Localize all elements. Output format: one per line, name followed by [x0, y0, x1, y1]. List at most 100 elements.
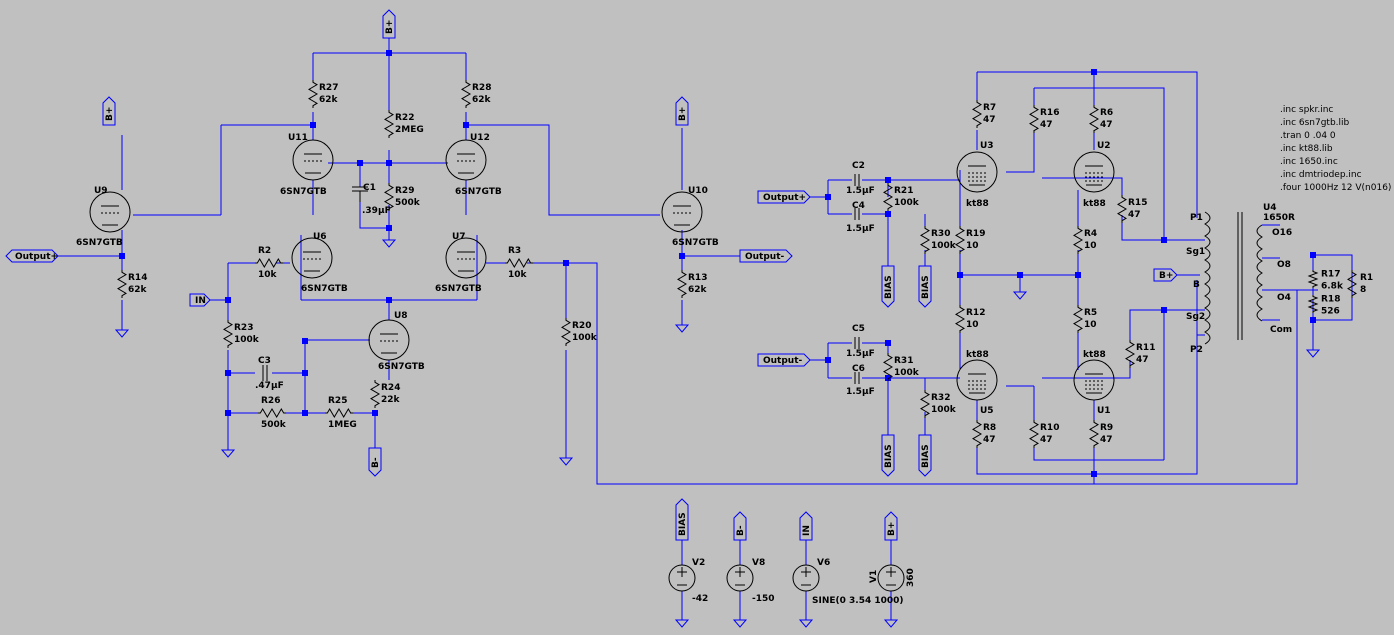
tube-model-u8: 6SN7GTB: [378, 362, 425, 372]
flag-bminus-v8: B-: [733, 511, 747, 541]
resistor-val-r23: 100k: [234, 335, 260, 345]
resistor-val-r2: 10k: [258, 270, 278, 280]
resistors: R2762kR222MEGR2862kR29500kR1462kR1362kR2…: [117, 80, 1373, 448]
tube-model-u2: kt88: [1083, 199, 1106, 209]
resistor-val-r21: 100k: [894, 198, 920, 208]
resistor-val-r19: 10: [966, 241, 979, 251]
flag-output-plus-left-text: Output+: [15, 252, 58, 262]
output-transformer: [1204, 211, 1300, 345]
resistor-val-r18: 526: [1321, 306, 1340, 316]
tube-u3: [956, 151, 998, 193]
flag-in-v6-text: IN: [802, 525, 812, 536]
resistor-ref-r17: R17: [1321, 269, 1340, 279]
tube-ref-u3: U3: [980, 141, 994, 151]
ground-icon: [558, 457, 574, 466]
resistor-ref-r8: R8: [983, 423, 996, 433]
tube-ref-u5: U5: [980, 406, 994, 416]
directive-7: .four 1000Hz 12 V(n016): [1280, 183, 1391, 193]
tube-u9: [89, 191, 131, 233]
tube-ref-u8: U8: [394, 311, 408, 321]
capacitors: [262, 174, 860, 384]
resistor-ref-r24: R24: [381, 383, 400, 393]
xfmr-pin-p1: P1: [1190, 213, 1203, 223]
flag-in-text: IN: [195, 296, 206, 306]
cap-val-c1: .39µF: [362, 206, 391, 216]
xfmr-model: 1650R: [1263, 213, 1295, 223]
source-val-v8: -150: [752, 594, 775, 604]
resistor-ref-r30: R30: [931, 229, 950, 239]
resistor-r21: R21 100k: [883, 183, 920, 211]
source-val-v2: -42: [692, 594, 708, 604]
xfmr-pin-o8: O8: [1277, 260, 1291, 270]
resistor-ref-r25: R25: [328, 396, 347, 406]
flag-bplus-u9: B+: [102, 96, 116, 126]
flag-output-minus-right-text: Output-: [745, 252, 785, 262]
resistor-val-r24: 22k: [381, 395, 401, 405]
directive-2: .inc 6sn7gtb.lib: [1280, 118, 1350, 128]
source-v1: [877, 540, 905, 620]
tube-u8: [368, 319, 410, 361]
resistor-ref-r10: R10: [1040, 423, 1059, 433]
tube-model-u3: kt88: [966, 199, 989, 209]
cap-ref-c3: C3: [258, 356, 271, 366]
junction-dots: [119, 50, 1316, 477]
resistor-val-r3: 10k: [508, 270, 528, 280]
ground-icon: [1012, 291, 1028, 300]
resistor-ref-r28: R28: [472, 83, 491, 93]
tube-model-u12: 6SN7GTB: [455, 187, 502, 197]
flag-output-minus-stage-text: Output-: [763, 356, 803, 366]
flag-output-plus-stage-text: Output+: [763, 193, 806, 203]
tube-u11: [292, 139, 334, 181]
tube-u7: [445, 237, 487, 279]
resistor-val-r7: 47: [983, 115, 996, 125]
cap-val-c6: 1.5µF: [846, 387, 875, 397]
ground-icon: [732, 619, 748, 628]
source-ref-v2: V2: [692, 558, 705, 568]
flag-bplus-u9-text: B+: [105, 107, 115, 121]
xfmr-pin-o4: O4: [1277, 293, 1291, 303]
resistor-ref-r14: R14: [128, 273, 147, 283]
resistor-ref-r7: R7: [983, 103, 996, 113]
flag-in: IN: [189, 293, 211, 307]
resistor-val-r14: 62k: [128, 285, 148, 295]
resistor-val-r25: 1MEG: [328, 420, 357, 430]
resistor-ref-r21: R21: [894, 186, 913, 196]
resistor-val-r5: 10: [1084, 320, 1097, 330]
tube-model-u11: 6SN7GTB: [280, 187, 327, 197]
tube-u1: [1073, 359, 1115, 401]
flag-bias-r32-text: BIAS: [921, 444, 931, 468]
flag-bplus-xfmr: B+: [1153, 268, 1178, 282]
source-ref-v6: V6: [817, 558, 830, 568]
tube-u5: [956, 359, 998, 401]
resistor-ref-r6: R6: [1100, 108, 1113, 118]
resistor-val-r28: 62k: [472, 95, 492, 105]
resistor-ref-r3: R3: [508, 246, 521, 256]
resistor-ref-r12: R12: [966, 308, 985, 318]
resistor-val-r20: 100k: [572, 333, 598, 343]
source-ref-v1: V1: [869, 570, 879, 583]
resistor-val-r27: 62k: [319, 95, 339, 105]
resistor-r1: R18: [1347, 270, 1373, 298]
tube-model-u7: 6SN7GTB: [435, 284, 482, 294]
flag-output-plus-left: Output+: [5, 249, 59, 263]
tube-ref-u6: U6: [313, 232, 327, 242]
flag-bias-r30: BIAS: [918, 265, 932, 308]
cap-val-c3: .47µF: [255, 381, 284, 391]
source-val-v6: SINE(0 3.54 1000): [812, 596, 904, 606]
resistor-ref-r2: R2: [258, 246, 271, 256]
